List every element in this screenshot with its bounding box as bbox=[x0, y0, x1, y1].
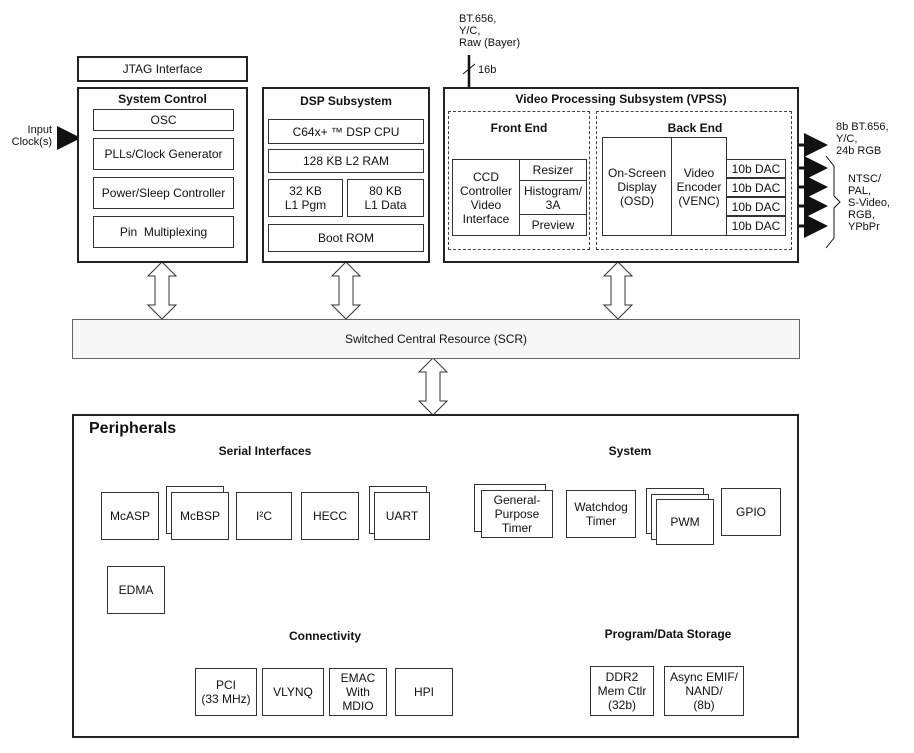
histogram-3a-block: Histogram/ 3A bbox=[519, 180, 587, 215]
boot-rom-block: Boot ROM bbox=[268, 224, 424, 252]
async-emif-nand-block: Async EMIF/ NAND/ (8b) bbox=[664, 666, 744, 716]
connectivity-title: Connectivity bbox=[288, 629, 361, 643]
front-end-title: Front End bbox=[490, 121, 548, 135]
system-title: System bbox=[608, 444, 652, 458]
dac-block: 10b DAC bbox=[726, 197, 786, 216]
input-clock-label: Input Clock(s) bbox=[11, 124, 52, 148]
analog-output-label: NTSC/ PAL, S-Video, RGB, YPbPr bbox=[848, 173, 890, 233]
general-purpose-timer-block: General- Purpose Timer bbox=[481, 490, 553, 538]
pci-block: PCI (33 MHz) bbox=[195, 668, 257, 716]
venc-block: Video Encoder (VENC) bbox=[671, 137, 727, 236]
program-data-storage-title: Program/Data Storage bbox=[604, 627, 732, 641]
l1-data-block: 80 KB L1 Data bbox=[347, 179, 424, 217]
double-arrow-dsp bbox=[330, 261, 362, 320]
preview-block: Preview bbox=[519, 214, 587, 236]
osc-block: OSC bbox=[93, 109, 234, 131]
watchdog-timer-block: Watchdog Timer bbox=[566, 490, 636, 538]
pin-multiplexing-block: Pin Multiplexing bbox=[93, 216, 234, 248]
serial-interfaces-title: Serial Interfaces bbox=[218, 444, 312, 458]
peripherals-title: Peripherals bbox=[89, 420, 177, 437]
emac-mdio-block: EMAC With MDIO bbox=[329, 668, 387, 716]
uart-block: UART bbox=[374, 492, 430, 540]
double-arrow-system-control bbox=[146, 261, 178, 320]
system-control-title: System Control bbox=[118, 92, 207, 106]
dac-block: 10b DAC bbox=[726, 216, 786, 236]
gpio-block: GPIO bbox=[721, 488, 781, 536]
back-end-group bbox=[596, 111, 792, 250]
osd-block: On-Screen Display (OSD) bbox=[602, 137, 672, 236]
vpss-input-label: BT.656, Y/C, Raw (Bayer) bbox=[459, 13, 521, 49]
analog-output-bracket bbox=[825, 155, 841, 249]
ccd-controller-block: CCD Controller Video Interface bbox=[452, 159, 520, 236]
resizer-block: Resizer bbox=[519, 159, 587, 181]
bus-width-slash bbox=[462, 63, 476, 75]
hecc-block: HECC bbox=[301, 492, 359, 540]
i2c-block: I²C bbox=[236, 492, 292, 540]
ddr2-controller-block: DDR2 Mem Ctlr (32b) bbox=[590, 666, 654, 716]
switched-central-resource: Switched Central Resource (SCR) bbox=[72, 319, 800, 359]
digital-output-label: 8b BT.656, Y/C, 24b RGB bbox=[836, 121, 889, 157]
pll-clock-generator-block: PLLs/Clock Generator bbox=[93, 138, 234, 170]
edma-block: EDMA bbox=[107, 566, 165, 614]
dac-block: 10b DAC bbox=[726, 178, 786, 197]
mcasp-block: McASP bbox=[101, 492, 159, 540]
power-sleep-controller-block: Power/Sleep Controller bbox=[93, 177, 234, 209]
hpi-block: HPI bbox=[395, 668, 453, 716]
mcbsp-block: McBSP bbox=[171, 492, 229, 540]
vlynq-block: VLYNQ bbox=[262, 668, 324, 716]
dac-block: 10b DAC bbox=[726, 159, 786, 178]
back-end-title: Back End bbox=[667, 121, 723, 135]
double-arrow-vpss bbox=[602, 261, 634, 320]
front-end-group bbox=[448, 111, 590, 250]
vpss-title: Video Processing Subsystem (VPSS) bbox=[515, 92, 727, 106]
jtag-interface: JTAG Interface bbox=[77, 56, 248, 82]
dsp-cpu-block: C64x+ ™ DSP CPU bbox=[268, 119, 424, 144]
l1-program-block: 32 KB L1 Pgm bbox=[268, 179, 343, 217]
bus-width-label: 16b bbox=[478, 64, 497, 76]
dsp-subsystem-title: DSP Subsystem bbox=[300, 94, 392, 108]
pwm-block: PWM bbox=[656, 499, 714, 545]
double-arrow-peripherals bbox=[417, 357, 449, 416]
l2-ram-block: 128 KB L2 RAM bbox=[268, 149, 424, 173]
